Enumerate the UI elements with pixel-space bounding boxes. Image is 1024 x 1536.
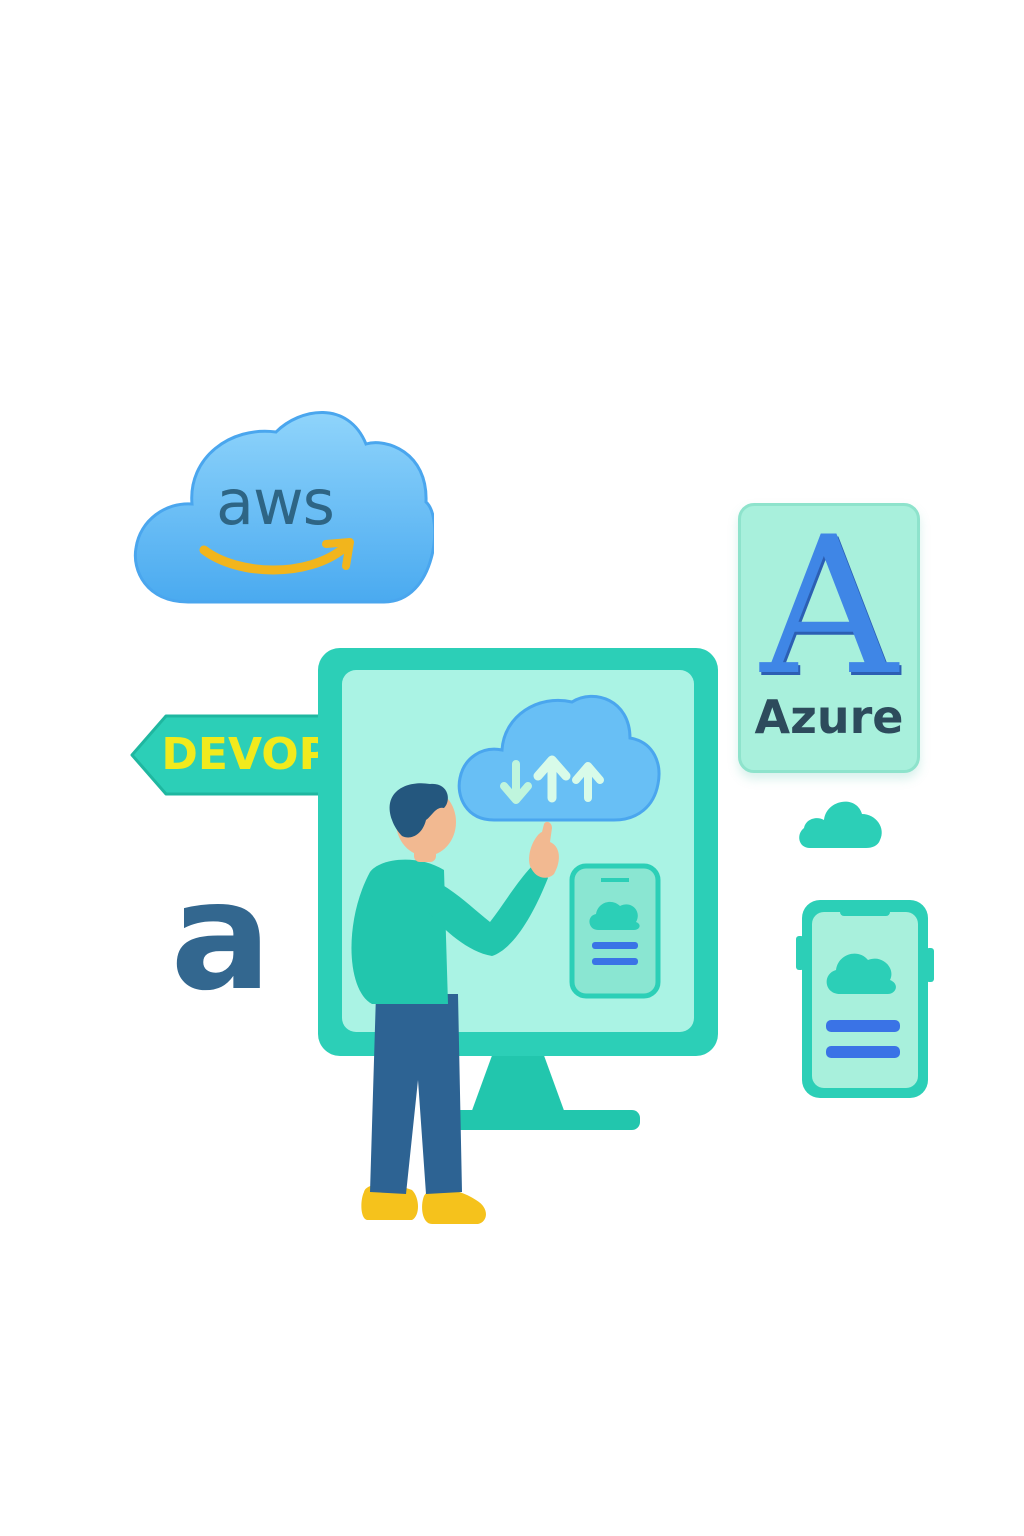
azure-card bbox=[738, 503, 920, 773]
phone-cloud-icon bbox=[576, 880, 658, 990]
phone-cloud-icon-right bbox=[796, 896, 934, 1102]
azure-label: Azure bbox=[754, 690, 904, 744]
cloud-upload-download-icon[interactable] bbox=[454, 690, 662, 826]
aws-logo-text: aws bbox=[215, 466, 335, 539]
azure-a-icon: A bbox=[760, 496, 898, 717]
amazon-a-glyph: a bbox=[170, 850, 272, 1024]
aws-smile-arrow-icon bbox=[198, 536, 358, 582]
small-cloud-icon bbox=[796, 790, 886, 852]
person-figure bbox=[340, 780, 570, 1230]
